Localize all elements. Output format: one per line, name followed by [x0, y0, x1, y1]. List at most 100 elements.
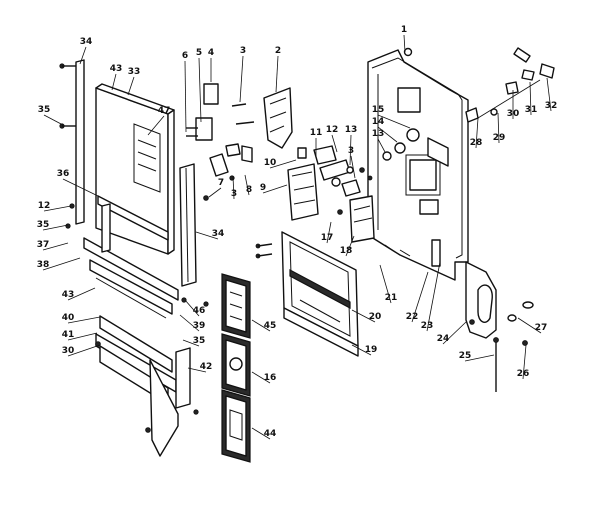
latch-assembly [287, 145, 375, 243]
leader-line-42 [379, 264, 392, 304]
callout-16: 43 [62, 290, 75, 300]
callout-18: 41 [62, 330, 75, 340]
callout-42: 21 [385, 293, 398, 303]
callout-6: 34 [80, 37, 93, 47]
leader-line-5 [184, 60, 187, 133]
callout-55: 32 [545, 101, 558, 111]
callout-12: 12 [38, 201, 51, 211]
leader-line-52 [497, 112, 500, 144]
callout-30: 44 [264, 429, 277, 439]
callout-50: 27 [535, 323, 548, 333]
leader-line-19 [67, 344, 101, 357]
leader-line-25 [179, 314, 200, 332]
leader-line-10 [43, 114, 64, 126]
callout-14: 37 [37, 240, 50, 250]
callout-0: 1 [401, 25, 407, 35]
leader-line-23 [195, 231, 219, 240]
hinge-assembly [186, 83, 293, 201]
callout-36: 3 [348, 146, 354, 156]
control-plate-44 [221, 389, 251, 463]
callout-26: 35 [193, 336, 206, 346]
leader-line-7 [111, 73, 117, 91]
callout-51: 28 [470, 138, 483, 148]
callout-9: 47 [158, 106, 171, 116]
callout-2: 3 [240, 46, 246, 56]
callout-44: 19 [365, 345, 378, 355]
callout-1: 2 [275, 46, 281, 56]
callout-8: 33 [128, 67, 141, 77]
callout-49: 26 [517, 369, 530, 379]
leader-line-49 [522, 344, 527, 380]
callout-34: 10 [264, 158, 277, 168]
leader-line-54 [529, 81, 532, 116]
back-plate [367, 49, 469, 281]
leader-line-29 [251, 371, 271, 384]
leader-line-33 [349, 134, 352, 166]
leader-line-17 [67, 316, 101, 324]
leader-line-41 [377, 138, 386, 153]
callout-43: 20 [369, 312, 382, 322]
callout-47: 24 [437, 334, 450, 344]
leader-line-40 [377, 126, 398, 143]
bracket-42 [175, 347, 199, 415]
callout-48: 25 [459, 351, 472, 361]
callout-20: 7 [218, 178, 224, 188]
callout-17: 40 [62, 313, 75, 323]
callout-5: 6 [182, 51, 188, 61]
callout-45: 22 [406, 312, 419, 322]
callout-24: 46 [193, 306, 206, 316]
leader-line-22 [244, 174, 250, 196]
callout-4: 5 [196, 48, 202, 58]
trim-strip-left [59, 59, 85, 225]
leader-line-50 [517, 317, 542, 334]
leader-line-8 [127, 76, 135, 96]
callout-15: 38 [37, 260, 50, 270]
callout-35: 9 [260, 183, 266, 193]
leader-line-27 [187, 367, 207, 373]
pin-rod [493, 337, 499, 392]
callout-7: 43 [110, 64, 123, 74]
leader-line-43 [351, 309, 376, 323]
leader-line-20 [208, 187, 222, 198]
callout-37: 17 [321, 233, 334, 243]
leader-line-36 [350, 155, 356, 179]
callout-33: 13 [345, 125, 358, 135]
leader-lines [42, 34, 552, 440]
callout-19: 30 [62, 346, 75, 356]
leader-line-13 [42, 224, 69, 231]
leader-line-9 [147, 115, 165, 136]
leader-line-37 [326, 221, 332, 244]
leader-line-51 [475, 117, 479, 149]
callout-11: 36 [57, 169, 70, 179]
leader-line-0 [403, 34, 406, 53]
callout-54: 31 [525, 105, 538, 115]
callout-46: 23 [421, 321, 434, 331]
leader-line-35 [262, 184, 288, 194]
leader-line-47 [442, 321, 467, 345]
leader-line-14 [42, 242, 69, 251]
leader-line-30 [251, 427, 271, 440]
callout-38: 18 [340, 246, 353, 256]
leader-line-11 [62, 178, 99, 197]
leader-line-4 [198, 57, 202, 123]
leader-line-45 [411, 271, 429, 323]
leader-line-26 [182, 339, 200, 347]
callout-21: 3 [231, 189, 237, 199]
callout-41: 13 [372, 129, 385, 139]
callout-3: 4 [208, 48, 214, 58]
leader-line-34 [269, 159, 297, 169]
callout-53: 30 [507, 109, 520, 119]
callout-22: 8 [246, 185, 252, 195]
leader-line-15 [42, 257, 81, 271]
leader-line-38 [345, 235, 355, 257]
callout-25: 39 [193, 321, 206, 331]
callout-31: 11 [310, 128, 323, 138]
callout-32: 12 [326, 125, 339, 135]
leader-line-39 [377, 114, 411, 129]
callout-27: 42 [200, 362, 213, 372]
leader-line-16 [67, 287, 96, 301]
lower-rails [65, 195, 209, 457]
leader-line-12 [43, 205, 72, 212]
